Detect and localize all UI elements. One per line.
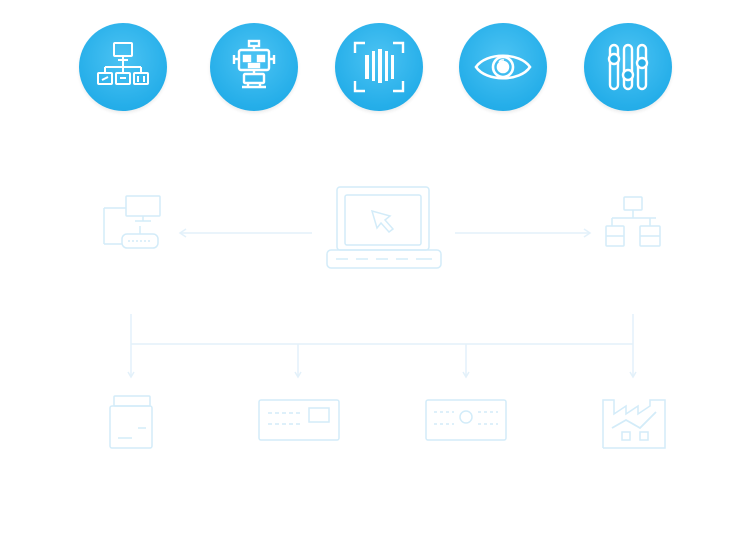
robot-icon: [232, 39, 276, 89]
equalizer-sliders-icon: [607, 43, 649, 91]
right-arrow: [455, 228, 592, 238]
computer-peripherals-icon: [103, 195, 161, 249]
network-nodes-icon: [605, 196, 661, 247]
feature-button-vision[interactable]: [459, 23, 547, 111]
controller-module-icon: [425, 399, 507, 441]
eye-icon: [474, 54, 532, 80]
factory-icon: [602, 399, 666, 449]
feature-button-scanner[interactable]: [335, 23, 423, 111]
feature-button-settings[interactable]: [584, 23, 672, 111]
left-arrow: [178, 228, 312, 238]
feature-button-robot[interactable]: [210, 23, 298, 111]
barcode-scan-icon: [353, 41, 405, 93]
feature-button-network[interactable]: [79, 23, 167, 111]
network-topology-icon: [97, 42, 149, 85]
bus-line: [127, 314, 637, 379]
device-module-icon: [258, 399, 340, 441]
printer-icon: [109, 395, 153, 449]
laptop-icon: [326, 186, 442, 269]
